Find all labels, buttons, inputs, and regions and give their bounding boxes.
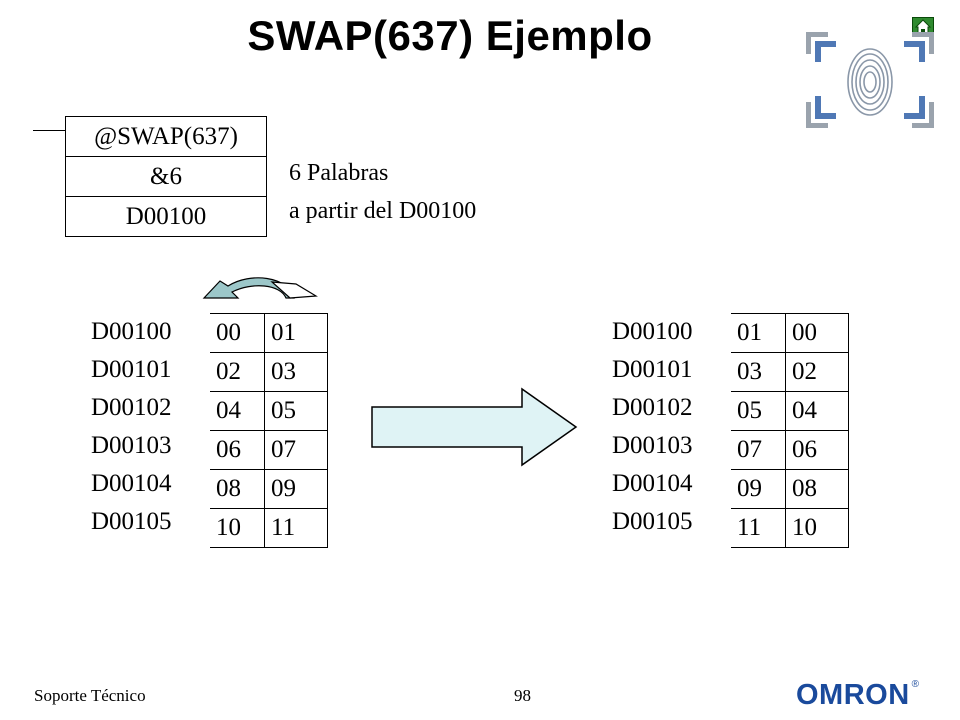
low-byte-cell: 02	[785, 353, 839, 391]
footer-label: Soporte Técnico	[34, 686, 146, 705]
low-byte-cell: 09	[264, 470, 318, 508]
ladder-wire	[33, 130, 65, 131]
before-address: D00101	[91, 356, 172, 383]
high-byte-cell: 03	[737, 358, 762, 385]
table-row: 10 11	[210, 509, 327, 547]
table-row: 04 05	[210, 392, 327, 431]
low-byte-cell: 05	[264, 392, 318, 430]
registered-mark: ®	[911, 679, 920, 690]
low-byte-cell: 11	[264, 509, 318, 547]
table-row: 09 08	[731, 470, 848, 509]
before-address: D00103	[91, 432, 172, 459]
page-number: 98	[514, 686, 531, 705]
instruction-mnemonic: @SWAP(637)	[66, 117, 266, 157]
after-address: D00102	[612, 394, 693, 421]
swap-curved-arrow-icon	[202, 277, 318, 299]
table-row: 03 02	[731, 353, 848, 392]
high-byte-cell: 07	[737, 436, 762, 463]
before-address-column: D00100 D00101 D00102 D00103 D00104 D0010…	[91, 313, 172, 541]
table-row: 07 06	[731, 431, 848, 470]
fingerprint-logo-icon	[805, 31, 935, 129]
low-byte-cell: 01	[264, 314, 318, 352]
low-byte-cell: 10	[785, 509, 839, 547]
low-byte-cell: 00	[785, 314, 839, 352]
before-address: D00100	[91, 318, 172, 345]
note-line-2: a partir del D00100	[289, 198, 477, 224]
brand-name: OMRON	[796, 679, 910, 711]
before-address: D00105	[91, 508, 172, 535]
high-byte-cell: 00	[216, 319, 241, 346]
after-address: D00104	[612, 470, 693, 497]
instruction-operand-count: &6	[66, 157, 266, 197]
after-address-column: D00100 D00101 D00102 D00103 D00104 D0010…	[612, 313, 693, 541]
table-row: 11 10	[731, 509, 848, 547]
high-byte-cell: 11	[737, 514, 762, 541]
low-byte-cell: 08	[785, 470, 839, 508]
low-byte-cell: 07	[264, 431, 318, 469]
instruction-block: @SWAP(637) &6 D00100	[65, 116, 267, 237]
high-byte-cell: 02	[216, 358, 241, 385]
high-byte-cell: 09	[737, 475, 762, 502]
after-address: D00100	[612, 318, 693, 345]
before-address: D00102	[91, 394, 172, 421]
table-row: 01 00	[731, 314, 848, 353]
after-address: D00105	[612, 508, 693, 535]
table-row: 08 09	[210, 470, 327, 509]
before-address: D00104	[91, 470, 172, 497]
high-byte-cell: 06	[216, 436, 241, 463]
high-byte-cell: 08	[216, 475, 241, 502]
slide-title: SWAP(637) Ejemplo	[247, 12, 653, 59]
low-byte-cell: 03	[264, 353, 318, 391]
after-address: D00101	[612, 356, 693, 383]
low-byte-cell: 04	[785, 392, 839, 430]
note-line-1: 6 Palabras	[289, 160, 389, 186]
high-byte-cell: 01	[737, 319, 762, 346]
brand-logo: OMRON®	[796, 679, 920, 712]
high-byte-cell: 04	[216, 397, 241, 424]
instruction-operand-start: D00100	[66, 197, 266, 237]
high-byte-cell: 10	[216, 514, 241, 541]
table-row: 02 03	[210, 353, 327, 392]
low-byte-cell: 06	[785, 431, 839, 469]
table-row: 05 04	[731, 392, 848, 431]
after-address: D00103	[612, 432, 693, 459]
high-byte-cell: 05	[737, 397, 762, 424]
table-row: 00 01	[210, 314, 327, 353]
after-data-table: 01 00 03 02 05 04 07 06 09 08 11 10	[731, 313, 849, 548]
before-data-table: 00 01 02 03 04 05 06 07 08 09 10 11	[210, 313, 328, 548]
transform-right-arrow-icon	[371, 387, 578, 467]
table-row: 06 07	[210, 431, 327, 470]
